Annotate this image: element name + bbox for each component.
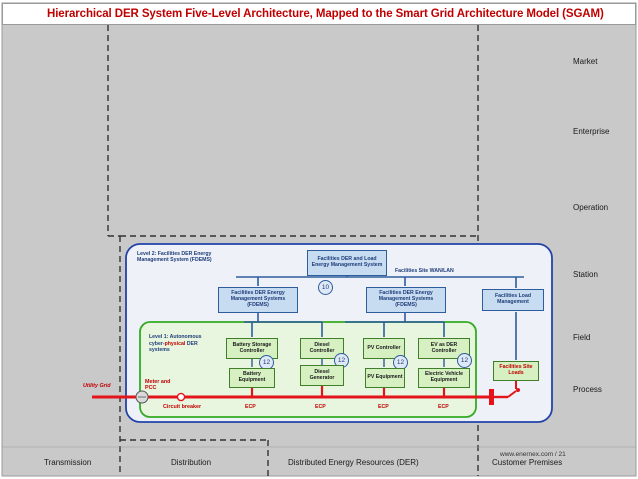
ecp-ev-label: ECP	[438, 404, 449, 410]
load-mgmt-box: Facilities Load Management	[482, 289, 544, 311]
battery-equipment-box: Battery Equipment	[229, 368, 275, 388]
zone-process: Process	[573, 385, 602, 394]
zone-station: Station	[573, 270, 598, 279]
top-system-box: Facilities DER and Load Energy Managemen…	[307, 250, 387, 276]
footer-credit: www.enernex.com / 21	[500, 451, 566, 458]
badge-10-icon: 10	[318, 280, 333, 295]
battery-controller-box: Battery Storage Controller	[226, 338, 278, 359]
zone-field: Field	[573, 333, 591, 342]
level1-label-d: DER	[185, 340, 198, 347]
level1-label: Level 1: Autonomous cyber-physical DER s…	[149, 334, 202, 354]
zone-market: Market	[573, 57, 598, 66]
diesel-controller-box: Diesel Controller	[300, 338, 344, 359]
level1-label-b: cyber-	[149, 340, 165, 347]
ecp-diesel-label: ECP	[315, 404, 326, 410]
domain-der: Distributed Energy Resources (DER)	[288, 458, 419, 467]
domain-customer-premises: Customer Premises	[492, 458, 563, 467]
domain-distribution: Distribution	[171, 458, 212, 467]
load-switch	[507, 390, 517, 398]
pv-equipment-box: PV Equipment	[365, 368, 405, 388]
fdems-left-box: Facilities DER Energy Management Systems…	[218, 287, 298, 313]
fdems-right-box: Facilities DER Energy Management Systems…	[366, 287, 446, 313]
load-breaker-bar	[489, 389, 494, 405]
circuit-breaker-icon	[176, 392, 186, 402]
ecp-battery-label: ECP	[245, 404, 256, 410]
level1-label-a: Level 1: Autonomous	[149, 334, 202, 340]
zone-enterprise: Enterprise	[573, 127, 610, 136]
ev-equipment-box: Electric Vehicle Equipment	[418, 368, 470, 388]
level1-label-e: systems	[149, 347, 170, 353]
ecp-pv-label: ECP	[378, 404, 389, 410]
page-title: Hierarchical DER System Five-Level Archi…	[47, 8, 604, 20]
title-bar: Hierarchical DER System Five-Level Archi…	[2, 3, 636, 25]
site-loads-box: Facilities Site Loads	[493, 361, 539, 381]
domain-transmission: Transmission	[44, 458, 92, 467]
circuit-breaker-label: Circuit breaker	[163, 404, 202, 410]
utility-grid-label: Utility Grid	[83, 383, 111, 389]
wan-lan-label: Facilities Site WAN/LAN	[395, 268, 454, 274]
badge-12-ev-icon: 12	[457, 353, 472, 368]
level2-label: Level 2: Facilities DER Energy Managemen…	[137, 251, 212, 263]
level1-label-c: physical	[164, 340, 186, 347]
zone-operation: Operation	[573, 203, 609, 212]
pv-controller-box: PV Controller	[363, 338, 405, 359]
diesel-generator-box: Diesel Generator	[300, 365, 344, 386]
meter-label: Meter and PCC	[145, 379, 171, 392]
ev-controller-box: EV as DER Controller	[418, 338, 470, 359]
